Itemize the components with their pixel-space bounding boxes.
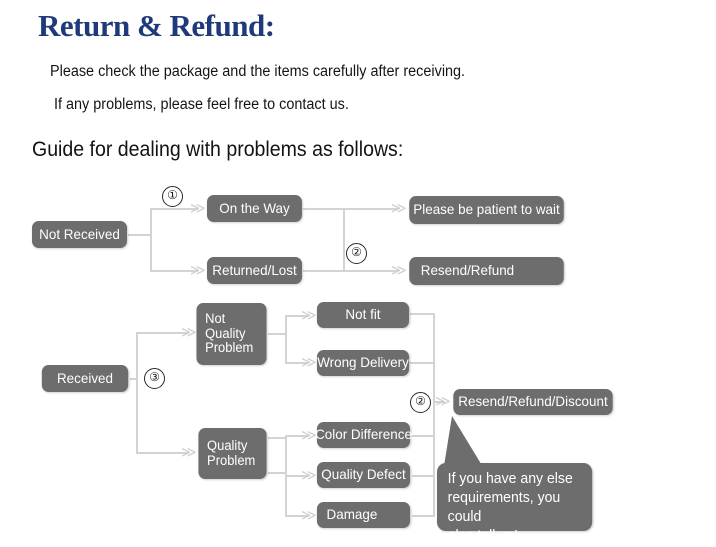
intro-line-1: Please check the package and the items c… <box>50 63 466 80</box>
connector-to-returned-lost <box>150 270 198 272</box>
connector-to-not-fit <box>285 315 308 317</box>
connector-color-difference-out <box>412 435 435 437</box>
callout-line-2: requirements, you could <box>447 490 561 526</box>
node-resend-refund-discount[interactable]: Resend/Refund/Discount <box>453 389 613 415</box>
connector-to-resend-refund <box>343 270 398 272</box>
connector-to-wrong-delivery <box>285 362 308 364</box>
node-returned-lost[interactable]: Returned/Lost <box>206 257 303 284</box>
arrow-to-damage: ≫ <box>301 506 317 524</box>
connector-nqp-stem <box>268 333 287 335</box>
connector-not-received-split <box>150 208 152 272</box>
connector-not-fit-out <box>410 313 435 315</box>
connector-qp-stem-upper <box>268 437 287 439</box>
connector-nqp-split <box>285 315 287 363</box>
connector-returned-lost-out <box>303 270 345 272</box>
connector-to-on-the-way <box>150 208 198 210</box>
arrow-to-returned-lost: ≫ <box>190 261 206 279</box>
callout-line-3: also tell us! <box>447 528 519 545</box>
node-received[interactable]: Received <box>41 365 129 392</box>
connector-wrong-delivery-out <box>410 362 435 364</box>
return-refund-infographic: Return & Refund: Please check the packag… <box>31 8 613 544</box>
arrow-to-not-fit: ≫ <box>301 306 317 324</box>
node-resend-refund[interactable]: Resend/Refund <box>409 257 564 285</box>
connector-on-the-way-out <box>303 208 345 210</box>
node-not-quality-problem-line-2: Quality <box>205 325 246 341</box>
arrow-to-resend-refund: ≫ <box>391 261 407 279</box>
node-quality-problem-line-2: Problem <box>207 452 256 468</box>
arrow-to-color-difference: ≫ <box>301 426 317 444</box>
marker-step-3: ③ <box>144 368 165 389</box>
connector-to-please-wait <box>343 208 398 210</box>
arrow-to-on-the-way: ≫ <box>190 199 206 217</box>
arrow-to-please-wait: ≫ <box>391 199 407 217</box>
connector-to-quality-problem <box>136 452 188 454</box>
node-not-quality-problem-line-1: Not <box>205 311 226 327</box>
connector-collector-bus <box>433 313 435 517</box>
node-quality-problem[interactable]: Quality Problem <box>198 428 267 479</box>
node-wrong-delivery[interactable]: Wrong Delivery <box>316 350 410 376</box>
connector-not-received-stem <box>128 234 152 236</box>
node-damage[interactable]: Damage <box>316 502 411 528</box>
connector-qp-stem-lower <box>268 472 287 474</box>
node-not-fit[interactable]: Not fit <box>316 302 410 328</box>
marker-step-2-bottom: ② <box>410 392 431 413</box>
connector-right-bus-top <box>343 208 345 272</box>
arrow-to-resend-refund-discount: ≫ <box>435 392 451 410</box>
node-not-quality-problem-line-3: Problem <box>205 340 254 356</box>
connector-to-quality-defect <box>285 475 308 477</box>
callout-bubble: If you have any else requirements, you c… <box>437 463 593 544</box>
node-color-difference[interactable]: Color Difference <box>315 422 412 448</box>
node-quality-problem-line-1: Quality <box>207 437 248 453</box>
node-not-quality-problem[interactable]: Not Quality Problem <box>196 303 267 365</box>
arrow-to-not-quality-problem: ≫ <box>181 323 197 341</box>
page-title: Return & Refund: <box>38 8 275 43</box>
connector-to-resend-refund-discount <box>433 401 445 403</box>
arrow-to-wrong-delivery: ≫ <box>301 353 317 371</box>
connector-received-stem <box>130 378 138 380</box>
arrow-to-quality-problem: ≫ <box>181 443 197 461</box>
guide-heading: Guide for dealing with problems as follo… <box>32 138 404 161</box>
connector-to-color-difference <box>285 435 308 437</box>
connector-quality-defect-out <box>412 475 435 477</box>
connector-received-split <box>136 332 138 454</box>
node-quality-defect[interactable]: Quality Defect <box>316 462 411 488</box>
node-on-the-way[interactable]: On the Way <box>206 195 303 222</box>
intro-line-2: If any problems, please feel free to con… <box>54 96 349 113</box>
connector-damage-out <box>412 515 435 517</box>
arrow-to-quality-defect: ≫ <box>301 466 317 484</box>
node-please-be-patient-to-wait[interactable]: Please be patient to wait <box>409 196 564 224</box>
callout-line-1: If you have any else <box>447 471 573 487</box>
marker-step-2-top: ② <box>346 243 367 264</box>
marker-step-1: ① <box>162 186 183 207</box>
connector-to-damage <box>285 515 308 517</box>
connector-to-not-quality-problem <box>136 332 188 334</box>
node-not-received[interactable]: Not Received <box>31 221 128 248</box>
